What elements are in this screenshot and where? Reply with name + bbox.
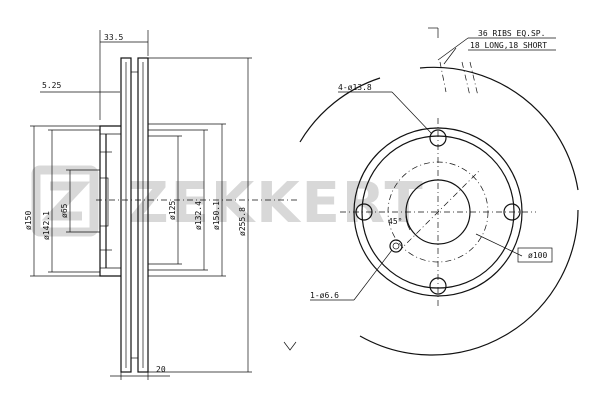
dim-dia-65: ø65: [60, 203, 69, 218]
bolt-hole: [355, 203, 373, 221]
watermark-text: ZEKKERT: [128, 171, 425, 236]
dim-width: 33.5: [104, 33, 123, 42]
small-hole-label: 1-ø6.6: [310, 291, 339, 300]
outer-friction-ring: [120, 57, 132, 373]
bolt-hole: [429, 277, 447, 295]
dim-dia-132-4: ø132.4: [194, 201, 203, 230]
dim-offset: 5.25: [42, 81, 61, 90]
disc-outer-edge: [419, 66, 579, 191]
bolt-hole: [503, 203, 521, 221]
front-view: 36 RIBS EQ.SP. 18 LONG,18 SHORT 4-ø13.8 …: [283, 27, 579, 356]
dim-dia-142-1: ø142.1: [42, 211, 51, 240]
dim-dia-150: ø150: [24, 211, 33, 230]
hub-hat: [99, 125, 121, 277]
ribs-note-1: 36 RIBS EQ.SP.: [478, 29, 545, 38]
dim-dia-255-8: ø255.8: [238, 207, 247, 236]
dim-dia-150-1: ø150.1: [212, 201, 221, 230]
dim-thickness: 20: [156, 365, 166, 374]
brand-watermark: ZEKKERT: [31, 165, 425, 237]
small-hole: [389, 239, 403, 253]
angle-label: 45°: [388, 217, 402, 226]
ribs-note-2: 18 LONG,18 SHORT: [470, 41, 547, 50]
pcd-label: ø100: [528, 251, 547, 260]
bolt-hole: [429, 129, 447, 147]
dim-dia-125: ø125: [168, 201, 177, 220]
side-view: 33.5 5.25 ø150 ø142.1 ø65 ø125 ø132.4 ø1…: [24, 30, 300, 380]
inner-friction-ring: [137, 57, 149, 373]
holes-label: 4-ø13.8: [338, 83, 372, 92]
